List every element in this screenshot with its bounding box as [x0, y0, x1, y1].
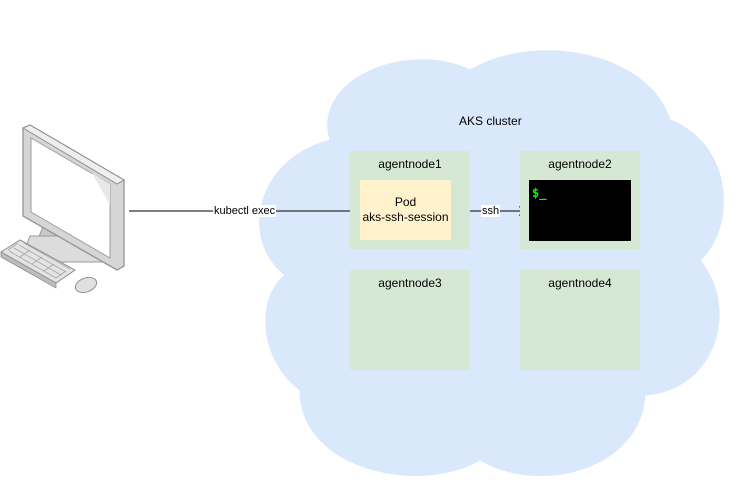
pod-box: Pod aks-ssh-session	[360, 180, 451, 240]
pod-name: aks-ssh-session	[362, 210, 449, 224]
desktop-computer-icon	[0, 124, 125, 294]
agentnode1-label: agentnode1	[378, 157, 442, 171]
kubectl-exec-label: kubectl exec	[213, 205, 277, 217]
agentnode3-box: agentnode3	[350, 270, 470, 370]
agentnode4-box: agentnode4	[520, 270, 640, 370]
agentnode4-label: agentnode4	[548, 276, 612, 290]
agentnode2-label: agentnode2	[548, 157, 612, 171]
cluster-label: AKS cluster	[459, 114, 522, 128]
terminal-prompt: $_	[532, 186, 547, 200]
ssh-label: ssh	[481, 205, 501, 217]
terminal-icon: $_	[529, 180, 631, 241]
agentnode3-label: agentnode3	[378, 276, 442, 290]
pod-title: Pod	[394, 195, 417, 209]
